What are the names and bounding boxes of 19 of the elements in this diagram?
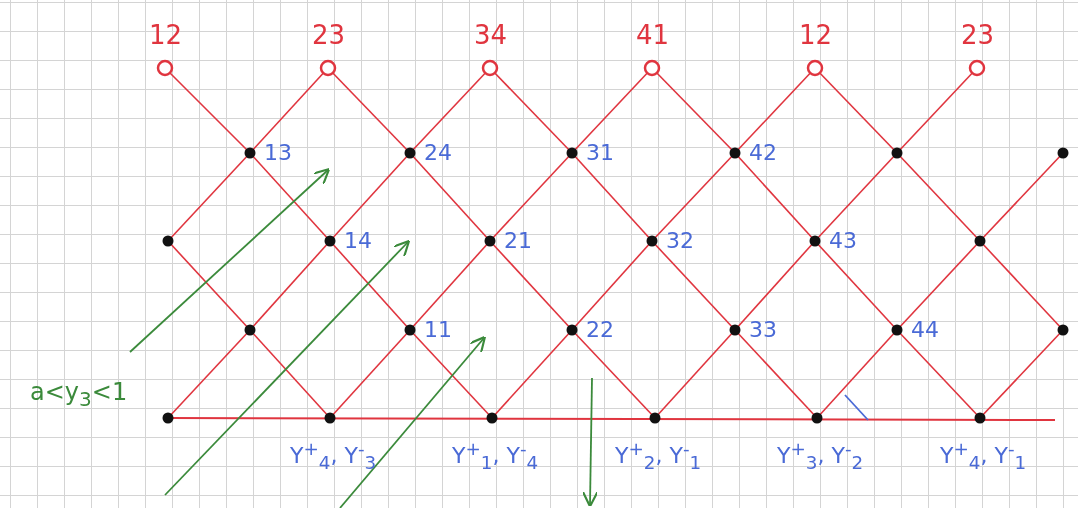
node-number: 23: [312, 22, 346, 48]
vertex-label: 42: [749, 142, 777, 164]
vertex-label: 11: [424, 319, 452, 341]
node-number: 12: [149, 22, 183, 48]
vertex-label: 32: [666, 230, 694, 252]
node-number: 41: [636, 22, 670, 48]
vertex-label: 21: [504, 230, 532, 252]
vertex-label: 22: [586, 319, 614, 341]
node-number: 34: [474, 22, 508, 48]
vertex-label: 44: [911, 319, 939, 341]
vertex-label: 14: [344, 230, 372, 252]
inequality-label: a<y$_{3}$<1: [30, 380, 128, 409]
vertex-label: 31: [586, 142, 614, 164]
vertex-label: 43: [829, 230, 857, 252]
node-number: 12: [799, 22, 833, 48]
node-number: 23: [961, 22, 995, 48]
vertex-label: 24: [424, 142, 452, 164]
vertex-label: 33: [749, 319, 777, 341]
vertex-label: 13: [264, 142, 292, 164]
